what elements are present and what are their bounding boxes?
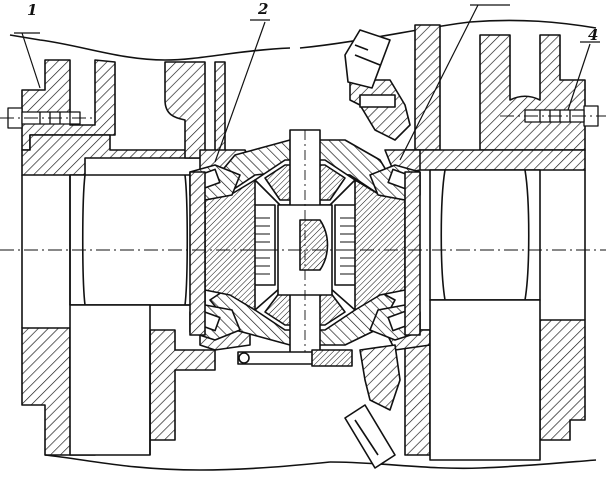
- bearings: [189, 164, 421, 341]
- right-housing: [299, 19, 597, 470]
- leader-lines: [14, 4, 600, 163]
- lower-lug: [344, 344, 401, 469]
- callout-label-4: 4: [588, 26, 599, 44]
- upper-lug: [344, 29, 411, 141]
- center-lines: [0, 115, 606, 251]
- callout-label-1: 1: [27, 1, 38, 19]
- callout-label-2: 2: [258, 0, 269, 18]
